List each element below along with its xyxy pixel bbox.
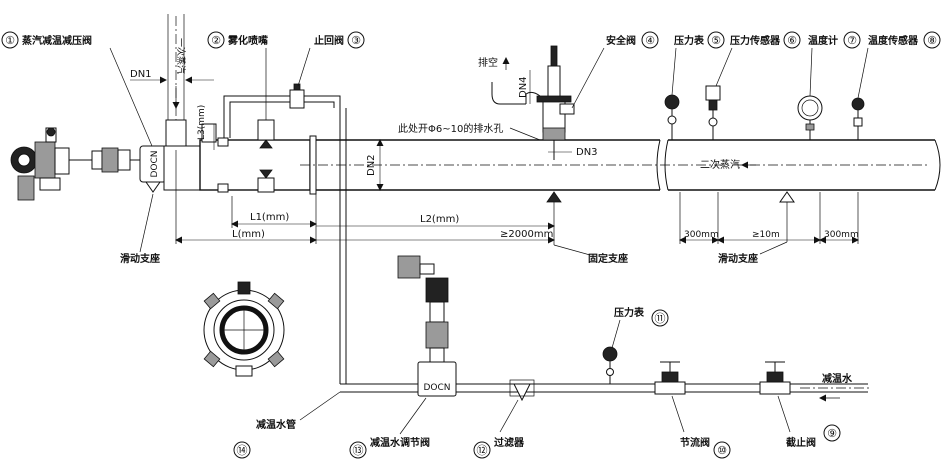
callout-11: ⑪ 压力表 (611, 306, 669, 349)
primary-steam-inlet: 一次蒸汽 (163, 14, 205, 191)
callout-12-label: 过滤器 (494, 436, 525, 449)
fixed-support-label: 固定支座 (588, 252, 628, 265)
callout-8-label: 温度传感器 (868, 34, 919, 47)
svg-text:⑨: ⑨ (827, 427, 837, 440)
svg-text:①: ① (5, 34, 15, 47)
pressure-gauge-11-symbol (602, 346, 618, 384)
water-valve-mark: DOCN (423, 383, 450, 393)
svg-text:⑥: ⑥ (787, 34, 797, 47)
callout-6: ⑥ 压力传感器 (715, 31, 801, 87)
callout-2-label: 雾化喷嘴 (227, 34, 268, 47)
dim-dn1: DN1 (130, 69, 152, 80)
callout-9-label: 截止阀 (786, 436, 816, 449)
dim-min-2000: ≥2000mm (500, 229, 553, 240)
main-pipe (300, 139, 941, 191)
callout-14-label: 减温水管 (256, 418, 296, 431)
callout-10-label: 节流阀 (680, 436, 710, 449)
temperature-sensor-8-symbol (851, 97, 865, 140)
desuperheater-body (199, 119, 317, 195)
svg-text:⑤: ⑤ (711, 34, 721, 47)
primary-steam-label: 一次蒸汽 (175, 38, 187, 74)
callout-7: ⑦ 温度计 (808, 31, 861, 97)
callout-4-label: 安全阀 (606, 34, 636, 47)
callout-5: ⑤ 压力表 (671, 31, 725, 96)
dim-dn3: DN3 (576, 147, 598, 158)
callout-11-label: 压力表 (614, 306, 645, 319)
svg-text:⑪: ⑪ (655, 312, 666, 325)
vent-label: 排空 (478, 56, 498, 69)
sliding-support-right-label: 滑动支座 (718, 252, 758, 265)
dim-dn4: DN4 (518, 76, 529, 98)
fixed-support-symbol (546, 191, 562, 203)
dim-l3: L3(mm) (197, 105, 207, 140)
thermometer-7-symbol (797, 95, 823, 140)
pressure-gauge-5-symbol (664, 94, 680, 140)
cross-section-view (203, 281, 285, 377)
filter-symbol (513, 383, 531, 402)
throttle-valve-symbol (654, 361, 686, 395)
svg-text:⑩: ⑩ (717, 444, 727, 457)
actuator-assembly: DOCN (10, 127, 167, 201)
svg-text:④: ④ (645, 34, 655, 47)
callout-2: ② 雾化喷嘴 (207, 31, 268, 120)
callout-14: ⑭ 减温水管 (233, 391, 341, 459)
main-valve-mark: DOCN (150, 150, 160, 177)
desuperheat-water-label: 减温水 (822, 372, 853, 385)
dimension-lines (175, 150, 859, 244)
dim-dn2: DN2 (366, 154, 377, 176)
dim-10m: ≥10m (752, 230, 780, 240)
secondary-steam-label: 二次蒸汽 (700, 158, 740, 171)
svg-text:⑫: ⑫ (477, 444, 488, 457)
callout-9: ⑨ 截止阀 (777, 395, 841, 449)
callout-13-label: 减温水调节阀 (370, 436, 430, 449)
sliding-support-left-label: 滑动支座 (120, 252, 160, 265)
dim-300-b: 300mm (824, 230, 859, 240)
shutoff-valve-symbol (759, 361, 791, 395)
svg-text:②: ② (211, 34, 221, 47)
safety-valve-symbol (491, 45, 575, 160)
callout-7-label: 温度计 (808, 34, 838, 47)
water-line (340, 383, 870, 402)
dim-l2: L2(mm) (420, 214, 459, 225)
svg-text:⑦: ⑦ (847, 34, 857, 47)
callout-13: ⑬ 减温水调节阀 (349, 397, 430, 459)
water-regulating-valve-symbol: DOCN (397, 255, 457, 397)
sliding-support-left-symbol (145, 181, 161, 193)
dim-l1: L1(mm) (250, 212, 289, 223)
callout-10: ⑩ 节流阀 (671, 395, 731, 459)
callout-6-label: 压力传感器 (730, 34, 781, 47)
drain-hole-note: 此处开Φ6~10的排水孔 (398, 122, 503, 135)
callout-4: ④ 安全阀 (571, 31, 659, 109)
svg-text:⑧: ⑧ (927, 34, 937, 47)
callout-3-label: 止回阀 (314, 34, 344, 47)
check-valve-loop (223, 83, 347, 384)
callout-1: ① 蒸汽减温减压阀 (1, 31, 153, 147)
sliding-support-right-symbol (779, 191, 795, 203)
svg-text:⑭: ⑭ (237, 444, 248, 457)
dim-l: L(mm) (232, 229, 265, 240)
pressure-sensor-6-symbol (705, 85, 721, 140)
dim-300-a: 300mm (684, 230, 719, 240)
callout-12: ⑫ 过滤器 (473, 399, 525, 459)
svg-text:③: ③ (351, 34, 361, 47)
svg-text:⑬: ⑬ (353, 444, 364, 457)
callout-5-label: 压力表 (674, 34, 705, 47)
callout-3: ③ 止回阀 (297, 31, 365, 87)
callout-1-label: 蒸汽减温减压阀 (22, 34, 92, 47)
callout-8: ⑧ 温度传感器 (857, 31, 941, 99)
